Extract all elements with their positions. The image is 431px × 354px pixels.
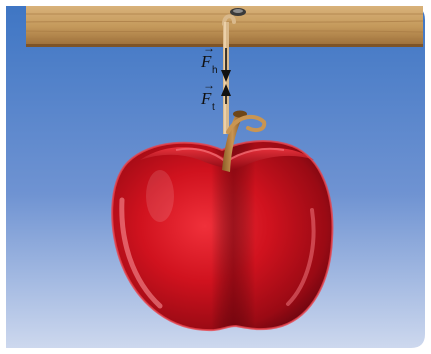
svg-text:t: t — [212, 102, 215, 113]
svg-text:h: h — [212, 65, 218, 76]
svg-text:→: → — [203, 78, 215, 92]
svg-text:→: → — [203, 41, 215, 55]
